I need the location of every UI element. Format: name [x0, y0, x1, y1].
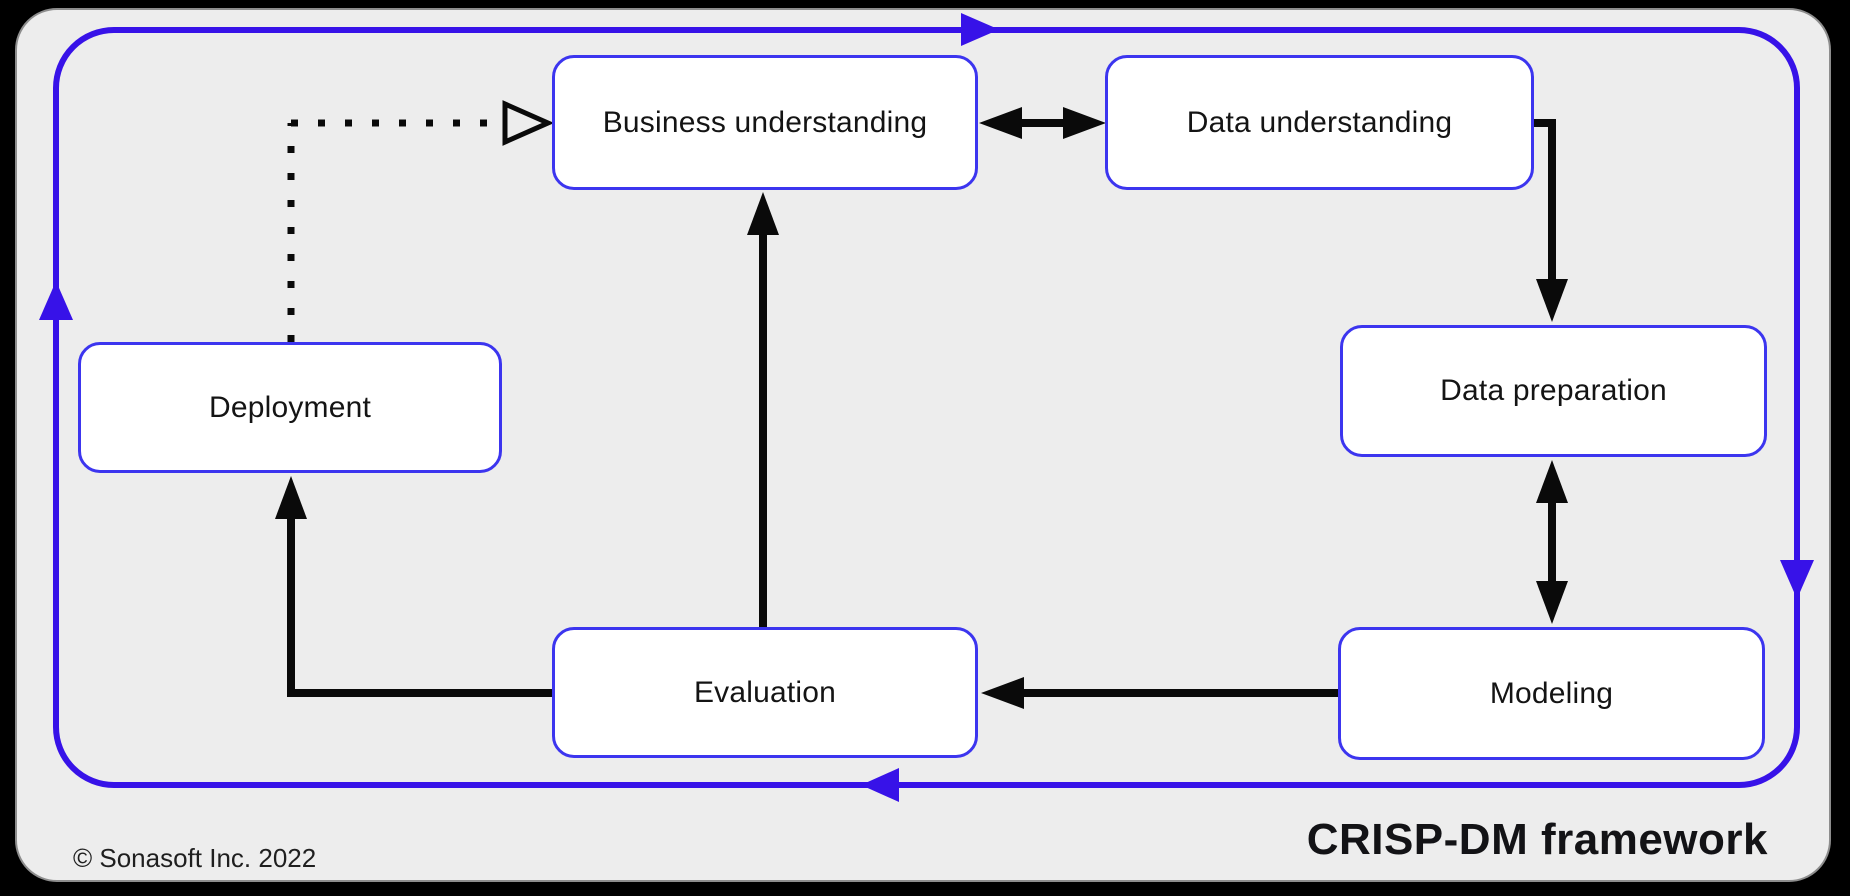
arrowhead-hollow-right-icon — [502, 100, 555, 146]
copyright-text: © Sonasoft Inc. 2022 — [73, 843, 317, 873]
node-evaluation: Evaluation — [552, 627, 978, 758]
node-data-understanding-label: Data understanding — [1186, 105, 1453, 139]
cycle-arrow-left-icon — [39, 281, 73, 320]
arrowhead-up-icon — [747, 192, 779, 235]
node-data-preparation-label: Data preparation — [1440, 374, 1667, 407]
edge-data-understanding-preparation — [1534, 119, 1568, 322]
diagram-title: CRISP-DM framework — [1306, 815, 1768, 864]
node-data-preparation: Data preparation — [1340, 325, 1767, 457]
edge-business-data-understanding — [979, 107, 1106, 139]
arrowhead-left-icon — [981, 677, 1024, 709]
arrowhead-up-icon — [275, 476, 307, 519]
node-data-understanding: Data understanding — [1105, 55, 1534, 190]
node-modeling-label: Modeling — [1489, 676, 1614, 710]
node-modeling: Modeling — [1338, 627, 1765, 760]
edge-evaluation-business — [747, 192, 779, 627]
arrowhead-left-icon — [979, 107, 1022, 139]
cycle-arrow-bottom-icon — [861, 768, 899, 802]
cycle-arrow-top-icon — [961, 13, 999, 46]
edge-modeling-evaluation — [981, 677, 1338, 709]
edge-evaluation-deployment — [275, 476, 552, 697]
node-evaluation-label: Evaluation — [693, 675, 837, 709]
arrowhead-down-icon — [1536, 581, 1568, 624]
edge-preparation-modeling — [1536, 460, 1568, 624]
node-deployment-label: Deployment — [208, 390, 372, 424]
arrowhead-down-icon — [1536, 279, 1568, 322]
arrowhead-right-icon — [1063, 107, 1106, 139]
arrowhead-up-icon — [1536, 460, 1568, 503]
node-business-understanding-label: Business understanding — [602, 105, 928, 139]
node-business-understanding: Business understanding — [552, 55, 978, 190]
cycle-loop — [53, 27, 1800, 788]
cycle-arrow-right-icon — [1780, 560, 1814, 599]
edge-deployment-business-dotted — [287, 100, 555, 342]
node-deployment: Deployment — [78, 342, 502, 473]
